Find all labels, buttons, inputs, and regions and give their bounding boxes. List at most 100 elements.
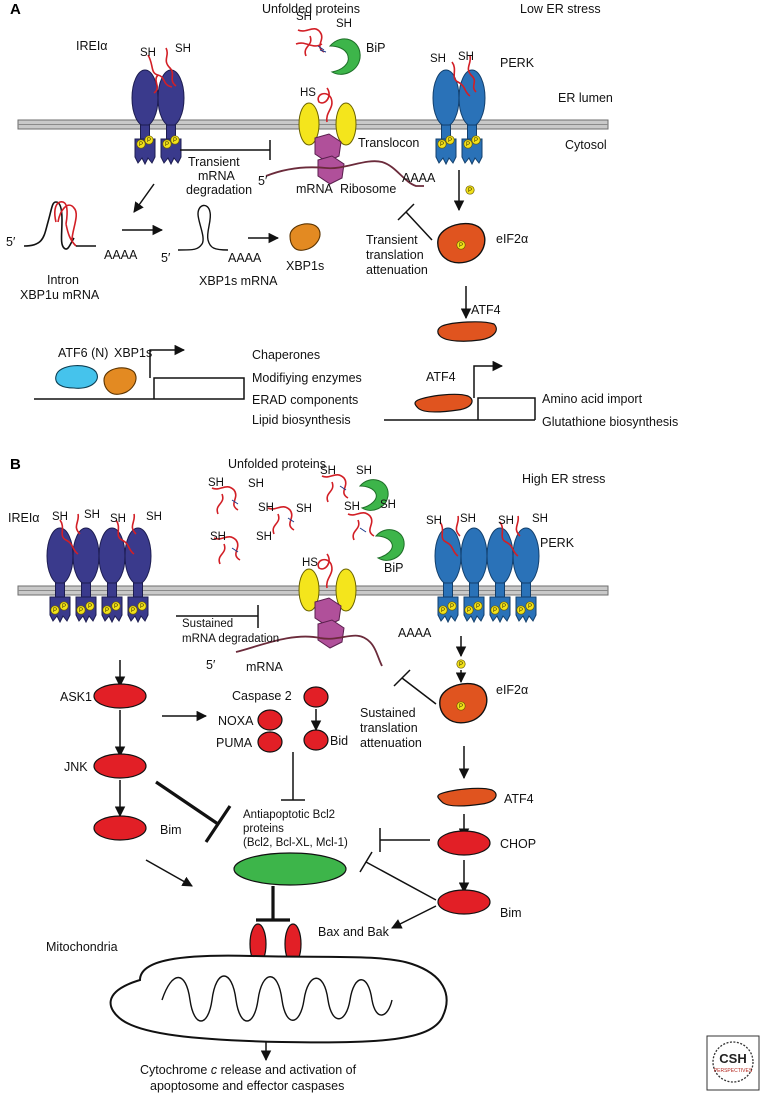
ribosome-label: Ribosome [340,182,396,196]
atf4-protein-b [437,787,497,807]
perk-dimer-a [432,69,486,165]
transient-attenuation-2: translation [366,248,424,262]
ire1-dimer-a [131,69,185,165]
aaaa-label-a: AAAA [402,171,436,185]
bip-label-b: BiP [384,561,403,575]
inhibit-degradation-a [180,140,271,160]
five-prime-label-b: 5′ [206,658,216,672]
perk-label-b: PERK [540,536,575,550]
target-glutathione: Glutathione biosynthesis [542,415,678,429]
bip-a [295,28,361,75]
bax-bak-label: Bax and Bak [318,925,390,939]
inhibit-translation-a [397,203,433,241]
mrna-strand-a [265,160,424,187]
xbp1u-label: XBP1u mRNA [20,288,100,302]
panel-a-letter: A [10,1,21,18]
eif2a-label-a: eIF2α [496,232,528,246]
sh-label-b15: SH [426,515,442,527]
sh-label-b11: SH [320,465,336,477]
jnk-label: JNK [64,760,88,774]
ribosome-a [314,133,345,185]
transient-degradation-3: degradation [186,183,252,197]
arrow-ire1-to-splice [133,183,155,213]
bid-protein [303,729,329,751]
inhibit-jnk-bcl2 [155,780,232,843]
inhibit-translation-b [393,669,437,705]
chop-label: CHOP [500,837,536,851]
unfolded-proteins-label-a: Unfolded proteins [262,2,360,16]
atf6-protein [55,365,98,389]
mrna-label-b: mRNA [246,660,283,674]
phosphate-a [465,185,475,195]
atf6n-label: ATF6 (N) [58,346,108,360]
antiapoptotic-label-2: proteins [243,823,284,835]
sh-label-5: SH [430,53,446,65]
inhibit-bim-bcl2 [359,851,437,901]
jnk-protein [93,753,147,779]
sh-label-b16: SH [460,513,476,525]
mitochondrion [109,954,448,1044]
xbp1s-label-promoter: XBP1s [114,346,152,360]
ask1-label: ASK1 [60,690,92,704]
transient-attenuation-1: Transient [366,233,418,247]
atf4-label-promoter: ATF4 [426,370,456,384]
five-prime-label-xbp1u: 5′ [6,235,16,249]
sh-label-b4: SH [146,511,162,523]
target-chaperones: Chaperones [252,348,320,362]
sustained-degradation-1: Sustained [182,618,233,630]
bim-label-right: Bim [500,906,522,920]
mitochondria-label: Mitochondria [46,940,118,954]
inhibit-bcl2-baxbak [256,886,290,922]
ire1-label-b: IREIα [8,511,40,525]
sh-label-3: SH [296,11,312,23]
bim-protein-right [437,889,491,915]
hs-label-a: HS [300,87,316,99]
hs-label-b: HS [302,557,318,569]
gene-box-right [384,397,536,421]
sh-label-b5: SH [208,477,224,489]
transient-attenuation-3: attenuation [366,263,428,277]
translocon-label: Translocon [358,136,419,150]
sh-label-1: SH [140,47,156,59]
arrow-bim-to-baxbak [391,905,437,929]
gene-box-left [34,377,245,400]
target-modifying-enzymes: Modifiying enzymes [252,371,362,385]
sh-label-6: SH [458,51,474,63]
atf4-protein-promoter [414,393,473,413]
aaaa-label-b: AAAA [398,626,432,640]
sustained-attenuation-3: attenuation [360,736,422,750]
logo-text-perspectives: PERSPECTIVES [714,1068,753,1074]
bim-protein-left [93,815,147,841]
mrna-strand-b [235,634,383,667]
xbp1s-protein-promoter [103,367,137,395]
promoter-arrow-right [473,360,504,398]
unfolded-proteins-b [211,474,405,565]
mrna-label-a: mRNA [296,182,333,196]
noxa-protein [257,709,283,731]
transient-degradation-1: Transient [188,155,240,169]
caspase2-protein [303,686,329,708]
bip-label-a: BiP [366,41,385,55]
atf4-label-a: ATF4 [471,303,501,317]
puma-protein [257,731,283,753]
sh-label-b10: SH [256,531,272,543]
xbp1s-mrna-label: XBP1s mRNA [199,274,278,288]
sh-label-b13: SH [344,501,360,513]
panel-b-letter: B [10,456,21,473]
arrow-bim-to-mito [145,859,193,887]
cytosol-label: Cytosol [565,138,607,152]
er-lumen-label: ER lumen [558,91,613,105]
transient-degradation-2: mRNA [198,169,235,183]
target-lipid: Lipid biosynthesis [252,413,351,427]
ire1-label-a: IREIα [76,39,108,53]
caspase2-label: Caspase 2 [232,689,292,703]
stress-level-label-b: High ER stress [522,472,605,486]
ire1-oligomer-b [46,527,152,623]
five-prime-label-xbp1s: 5′ [161,251,171,265]
sustained-degradation-2: mRNA degradation [182,633,279,645]
five-prime-label-a: 5′ [258,174,268,188]
sustained-attenuation-2: translation [360,721,418,735]
unfolded-proteins-label-b: Unfolded proteins [228,457,326,471]
translocon-a [298,87,357,146]
